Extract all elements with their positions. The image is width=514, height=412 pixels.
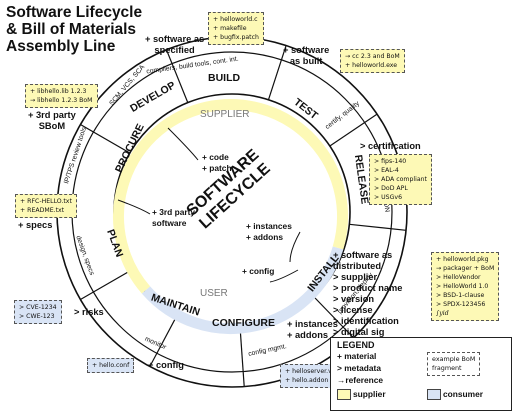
- stage-separator: [267, 45, 287, 100]
- inner-config: + config: [242, 266, 275, 276]
- legend-box: LEGEND + material > metadata →reference …: [330, 337, 512, 411]
- legend-metadata: > metadata: [337, 363, 381, 373]
- stage-separator: [80, 270, 131, 301]
- supplier-arc-label: SUPPLIER: [200, 109, 250, 120]
- note-specified: + helloworld.c + makefile + bugfix.patch: [208, 12, 264, 45]
- stage-separator: [329, 113, 378, 147]
- legend-consumer-swatch: [427, 389, 441, 400]
- label-instances-addons: + instances + addons: [287, 319, 338, 340]
- note-specs: + RFC-HELLO.txt + README.txt: [15, 194, 77, 218]
- stage-separator: [349, 223, 407, 231]
- stage-separator: [239, 329, 245, 387]
- label-config: + config: [148, 360, 184, 370]
- note-built: → cc 2.3 and BoM + helloworld.exe: [340, 49, 405, 73]
- user-arc-label: USER: [200, 288, 228, 299]
- diagram-title: Software Lifecycle & Bill of Materials A…: [6, 4, 143, 55]
- stage-build: BUILD: [208, 72, 241, 84]
- note-dist: + helloworld.pkg → packager + BoM > Hell…: [431, 252, 500, 321]
- note-cert: > fips-140 > EAL-4 > ADA compliant > DoD…: [369, 154, 432, 205]
- label-3rd-party-sbom: + 3rd party SBoM: [28, 110, 76, 131]
- label-as-specified: + software as specified: [145, 34, 205, 55]
- stage-separator: [165, 49, 189, 103]
- stage-separator: [149, 315, 178, 367]
- legend-reference: →reference: [337, 375, 384, 385]
- note-libs: + libhello.lib 1.2.3 → libhello 1.2.3 Bo…: [25, 84, 98, 108]
- label-specs: + specs: [18, 220, 53, 230]
- inner-instances-addons: + instances + addons: [246, 221, 292, 242]
- legend-supplier: supplier: [353, 389, 386, 399]
- stage-configure: CONFIGURE: [212, 317, 275, 329]
- signature-glyph: ∫yid: [436, 310, 449, 317]
- label-certification: > certification: [360, 141, 421, 151]
- legend-consumer: consumer: [443, 389, 484, 399]
- label-risks: > risks: [74, 307, 104, 317]
- legend-supplier-swatch: [337, 389, 351, 400]
- legend-material: + material: [337, 351, 377, 361]
- stage-separator: [313, 296, 354, 339]
- inner-code-patch: + code + patch: [202, 152, 232, 173]
- note-risks: > CVE-1234 > CWE-123: [14, 300, 62, 324]
- note-hello-conf: + hello.conf: [87, 358, 135, 373]
- legend-title: LEGEND: [337, 340, 375, 350]
- stage-separator: [80, 123, 131, 154]
- legend-example-note: example BoM fragment: [427, 352, 481, 376]
- inner-3rd-party: + 3rd party software: [152, 207, 196, 228]
- label-distributed: + software as distributed > supplier > p…: [333, 250, 403, 337]
- label-as-built: + software as built: [283, 45, 330, 66]
